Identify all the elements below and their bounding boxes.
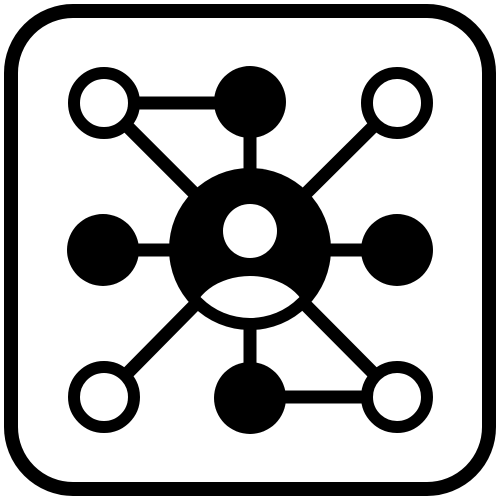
node-top-right [361, 67, 433, 139]
central-user-hub [169, 168, 331, 330]
node-bottom-right [361, 361, 433, 433]
outer-nodes [67, 66, 433, 434]
node-middle-left [67, 214, 139, 286]
user-head-icon [223, 204, 277, 258]
node-middle-right [361, 214, 433, 286]
node-bottom-center [214, 362, 286, 434]
node-bottom-left [68, 361, 140, 433]
node-top-center [214, 66, 286, 138]
frame-border [4, 4, 496, 496]
node-top-left [68, 67, 140, 139]
user-body-icon [192, 276, 308, 318]
